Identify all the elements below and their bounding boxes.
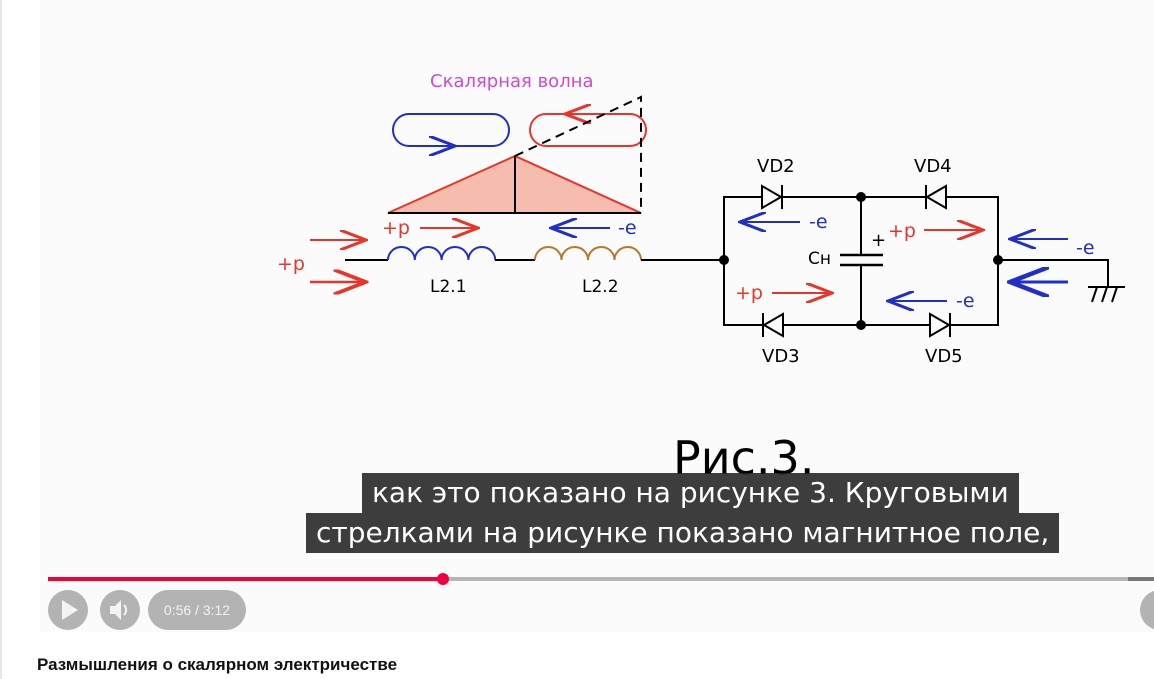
label-minus-e: -e [809, 211, 828, 233]
play-button[interactable] [48, 590, 88, 630]
label-plus-p: +p [277, 253, 305, 275]
label-minus-e: -e [1076, 237, 1095, 259]
label-minus-e: -e [956, 290, 975, 312]
label-cap: Сн [808, 249, 831, 269]
page-border [0, 0, 2, 679]
ground-icon [1088, 286, 1125, 303]
caption-line-1: как это показано на рисунке 3. Круговыми [362, 473, 1019, 513]
label-cap-plus: + [871, 230, 886, 251]
coil-l22 [534, 246, 642, 261]
label-plus-p: +p [382, 217, 410, 239]
progress-bar[interactable] [48, 573, 1128, 585]
label-plus-p: +p [735, 282, 763, 304]
volume-button[interactable] [100, 590, 140, 630]
output-wire [998, 259, 1109, 287]
caption-line-2: стрелками на рисунке показано магнитное … [306, 513, 1060, 553]
coil-l21 [387, 246, 497, 261]
label-l21: L2.1 [430, 277, 467, 297]
junction-dots [719, 192, 1003, 330]
progress-buffer [1128, 577, 1154, 581]
volume-icon [110, 600, 128, 620]
fullscreen-button[interactable] [1140, 590, 1154, 630]
diode-vd4 [925, 184, 947, 210]
label-vd5: VD5 [925, 346, 963, 367]
wave-label: Скалярная волна [430, 71, 594, 92]
diode-vd2 [761, 184, 783, 210]
label-minus-e: -e [618, 217, 637, 239]
diode-vd5 [929, 312, 951, 338]
blue-loop [392, 113, 510, 147]
label-l22: L2.2 [582, 277, 619, 297]
wave-dashed-extension [514, 95, 642, 213]
time-display: 0:56 / 3:12 [148, 590, 246, 630]
video-title: Размышления о скалярном электричестве [37, 655, 398, 674]
circuit-diagram: Скалярная волна L2.1 L2.2 +p +p -e VD2 V… [277, 71, 1125, 485]
progress-handle[interactable] [437, 573, 450, 585]
label-vd2: VD2 [757, 156, 795, 177]
play-icon [62, 600, 78, 620]
label-plus-p: +p [888, 220, 916, 242]
label-vd3: VD3 [762, 346, 800, 367]
diode-vd3 [762, 312, 784, 338]
progress-played [48, 577, 444, 581]
label-vd4: VD4 [914, 156, 952, 177]
